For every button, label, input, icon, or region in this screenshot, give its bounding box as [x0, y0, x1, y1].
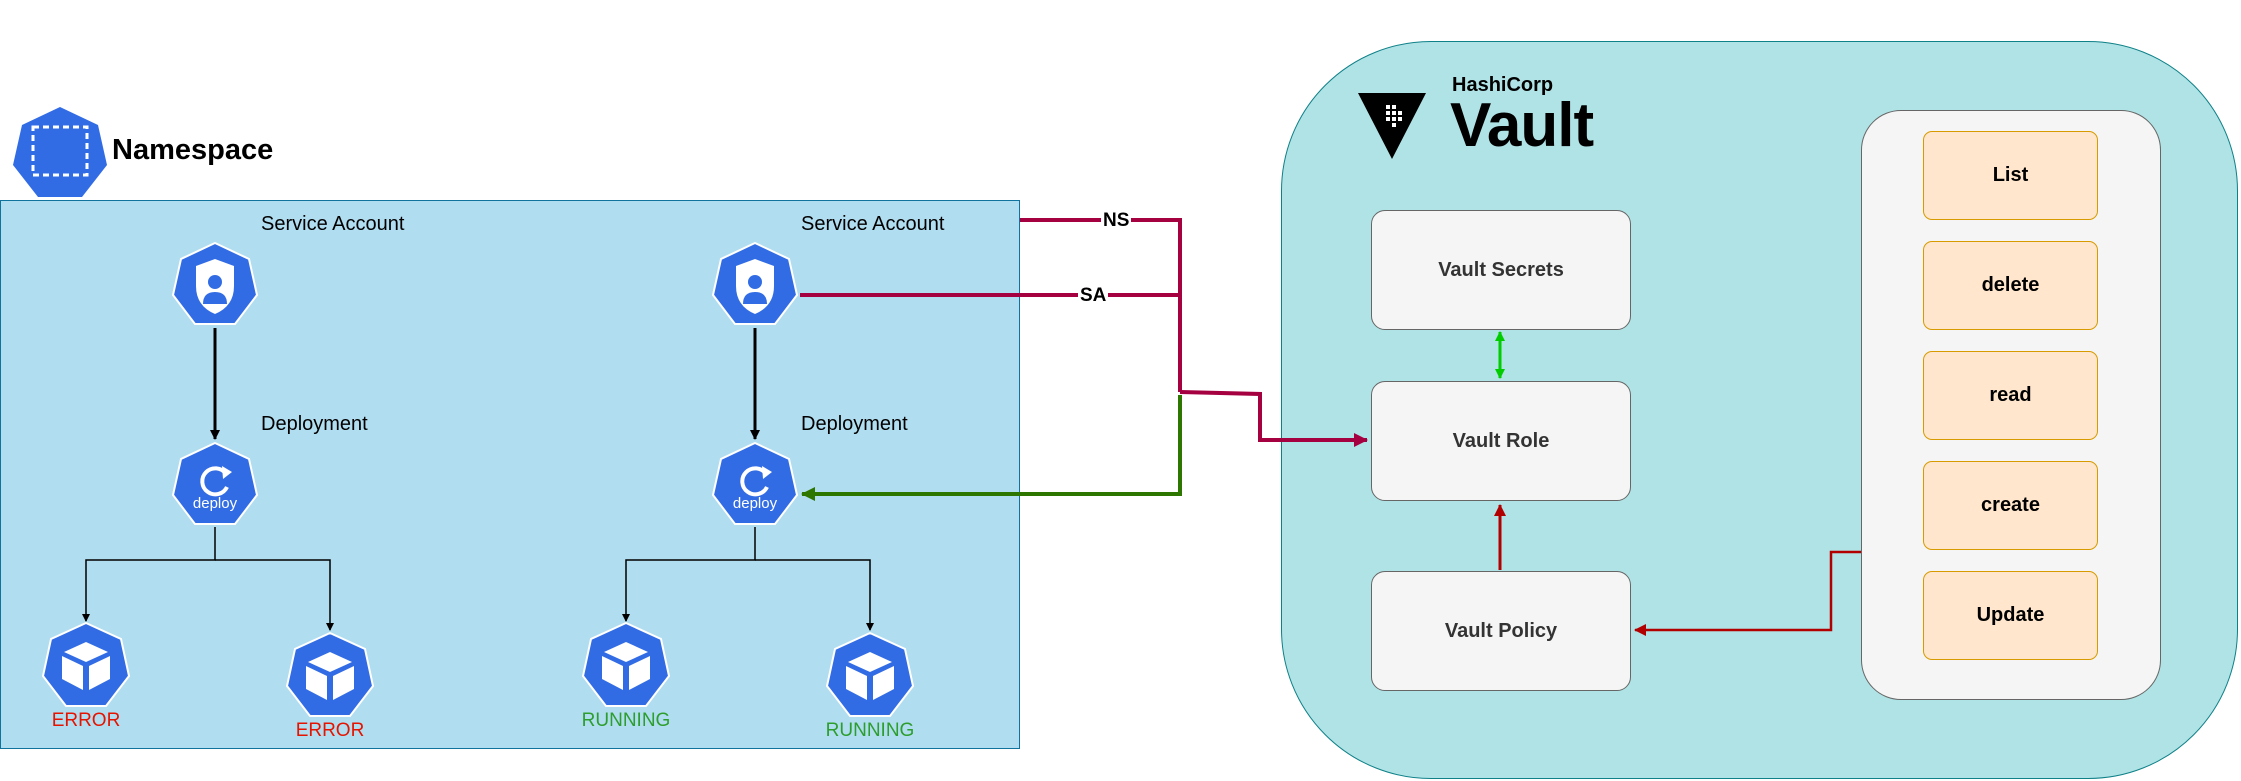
left-deployment-node: deploy	[172, 442, 258, 528]
pod-status-label: RUNNING	[581, 710, 671, 731]
service-account-icon	[172, 242, 258, 325]
pod-icon	[826, 632, 914, 717]
permissions-to-policy-edge	[1634, 550, 1861, 636]
ns-edge-label: NS	[1101, 210, 1132, 232]
right-deploy-to-pod2-edge	[755, 559, 874, 631]
right-deployment-node: deploy	[712, 442, 798, 528]
vault-to-deploy-edge	[801, 395, 1182, 501]
right-deploy-to-pod1-edge	[622, 527, 756, 622]
pod-icon	[42, 622, 130, 707]
left-deployment-label: Deployment	[261, 413, 368, 435]
service-account-icon	[712, 242, 798, 325]
right-deployment-label: Deployment	[801, 413, 908, 435]
vault-policy-box: Vault Policy	[1371, 571, 1631, 691]
permission-update: Update	[1923, 571, 2098, 660]
vault-brand-large: Vault	[1450, 91, 1594, 160]
deploy-icon	[712, 442, 798, 525]
pod-status-label: ERROR	[295, 720, 365, 741]
permission-create: create	[1923, 461, 2098, 550]
to-vault-role-edge	[1179, 390, 1368, 447]
pod-status-label: RUNNING	[825, 720, 915, 741]
namespace-icon	[13, 107, 107, 197]
permission-list: List	[1923, 131, 2098, 220]
ns-edge	[1020, 218, 1182, 392]
right-service-account-label: Service Account	[801, 213, 945, 235]
left-deploy-to-pod2-edge	[215, 559, 334, 631]
pod-icon	[582, 622, 670, 707]
permission-delete: delete	[1923, 241, 2098, 330]
pod-status-label: ERROR	[51, 710, 121, 731]
left-deploy-to-pod1-edge	[82, 527, 216, 622]
deploy-icon	[172, 442, 258, 525]
vault-brand-small: HashiCorp	[1452, 74, 1554, 96]
deploy-icon-text: deploy	[732, 495, 778, 512]
pod-icon	[286, 632, 374, 717]
permission-read: read	[1923, 351, 2098, 440]
sa-edge-label: SA	[1078, 285, 1109, 307]
left-service-account-label: Service Account	[261, 213, 405, 235]
vault-secrets-box: Vault Secrets	[1371, 210, 1631, 330]
namespace-title: Namespace	[112, 134, 274, 166]
deploy-icon-text: deploy	[192, 495, 238, 512]
vault-role-box: Vault Role	[1371, 381, 1631, 501]
vault-logo-icon	[1358, 93, 1426, 159]
